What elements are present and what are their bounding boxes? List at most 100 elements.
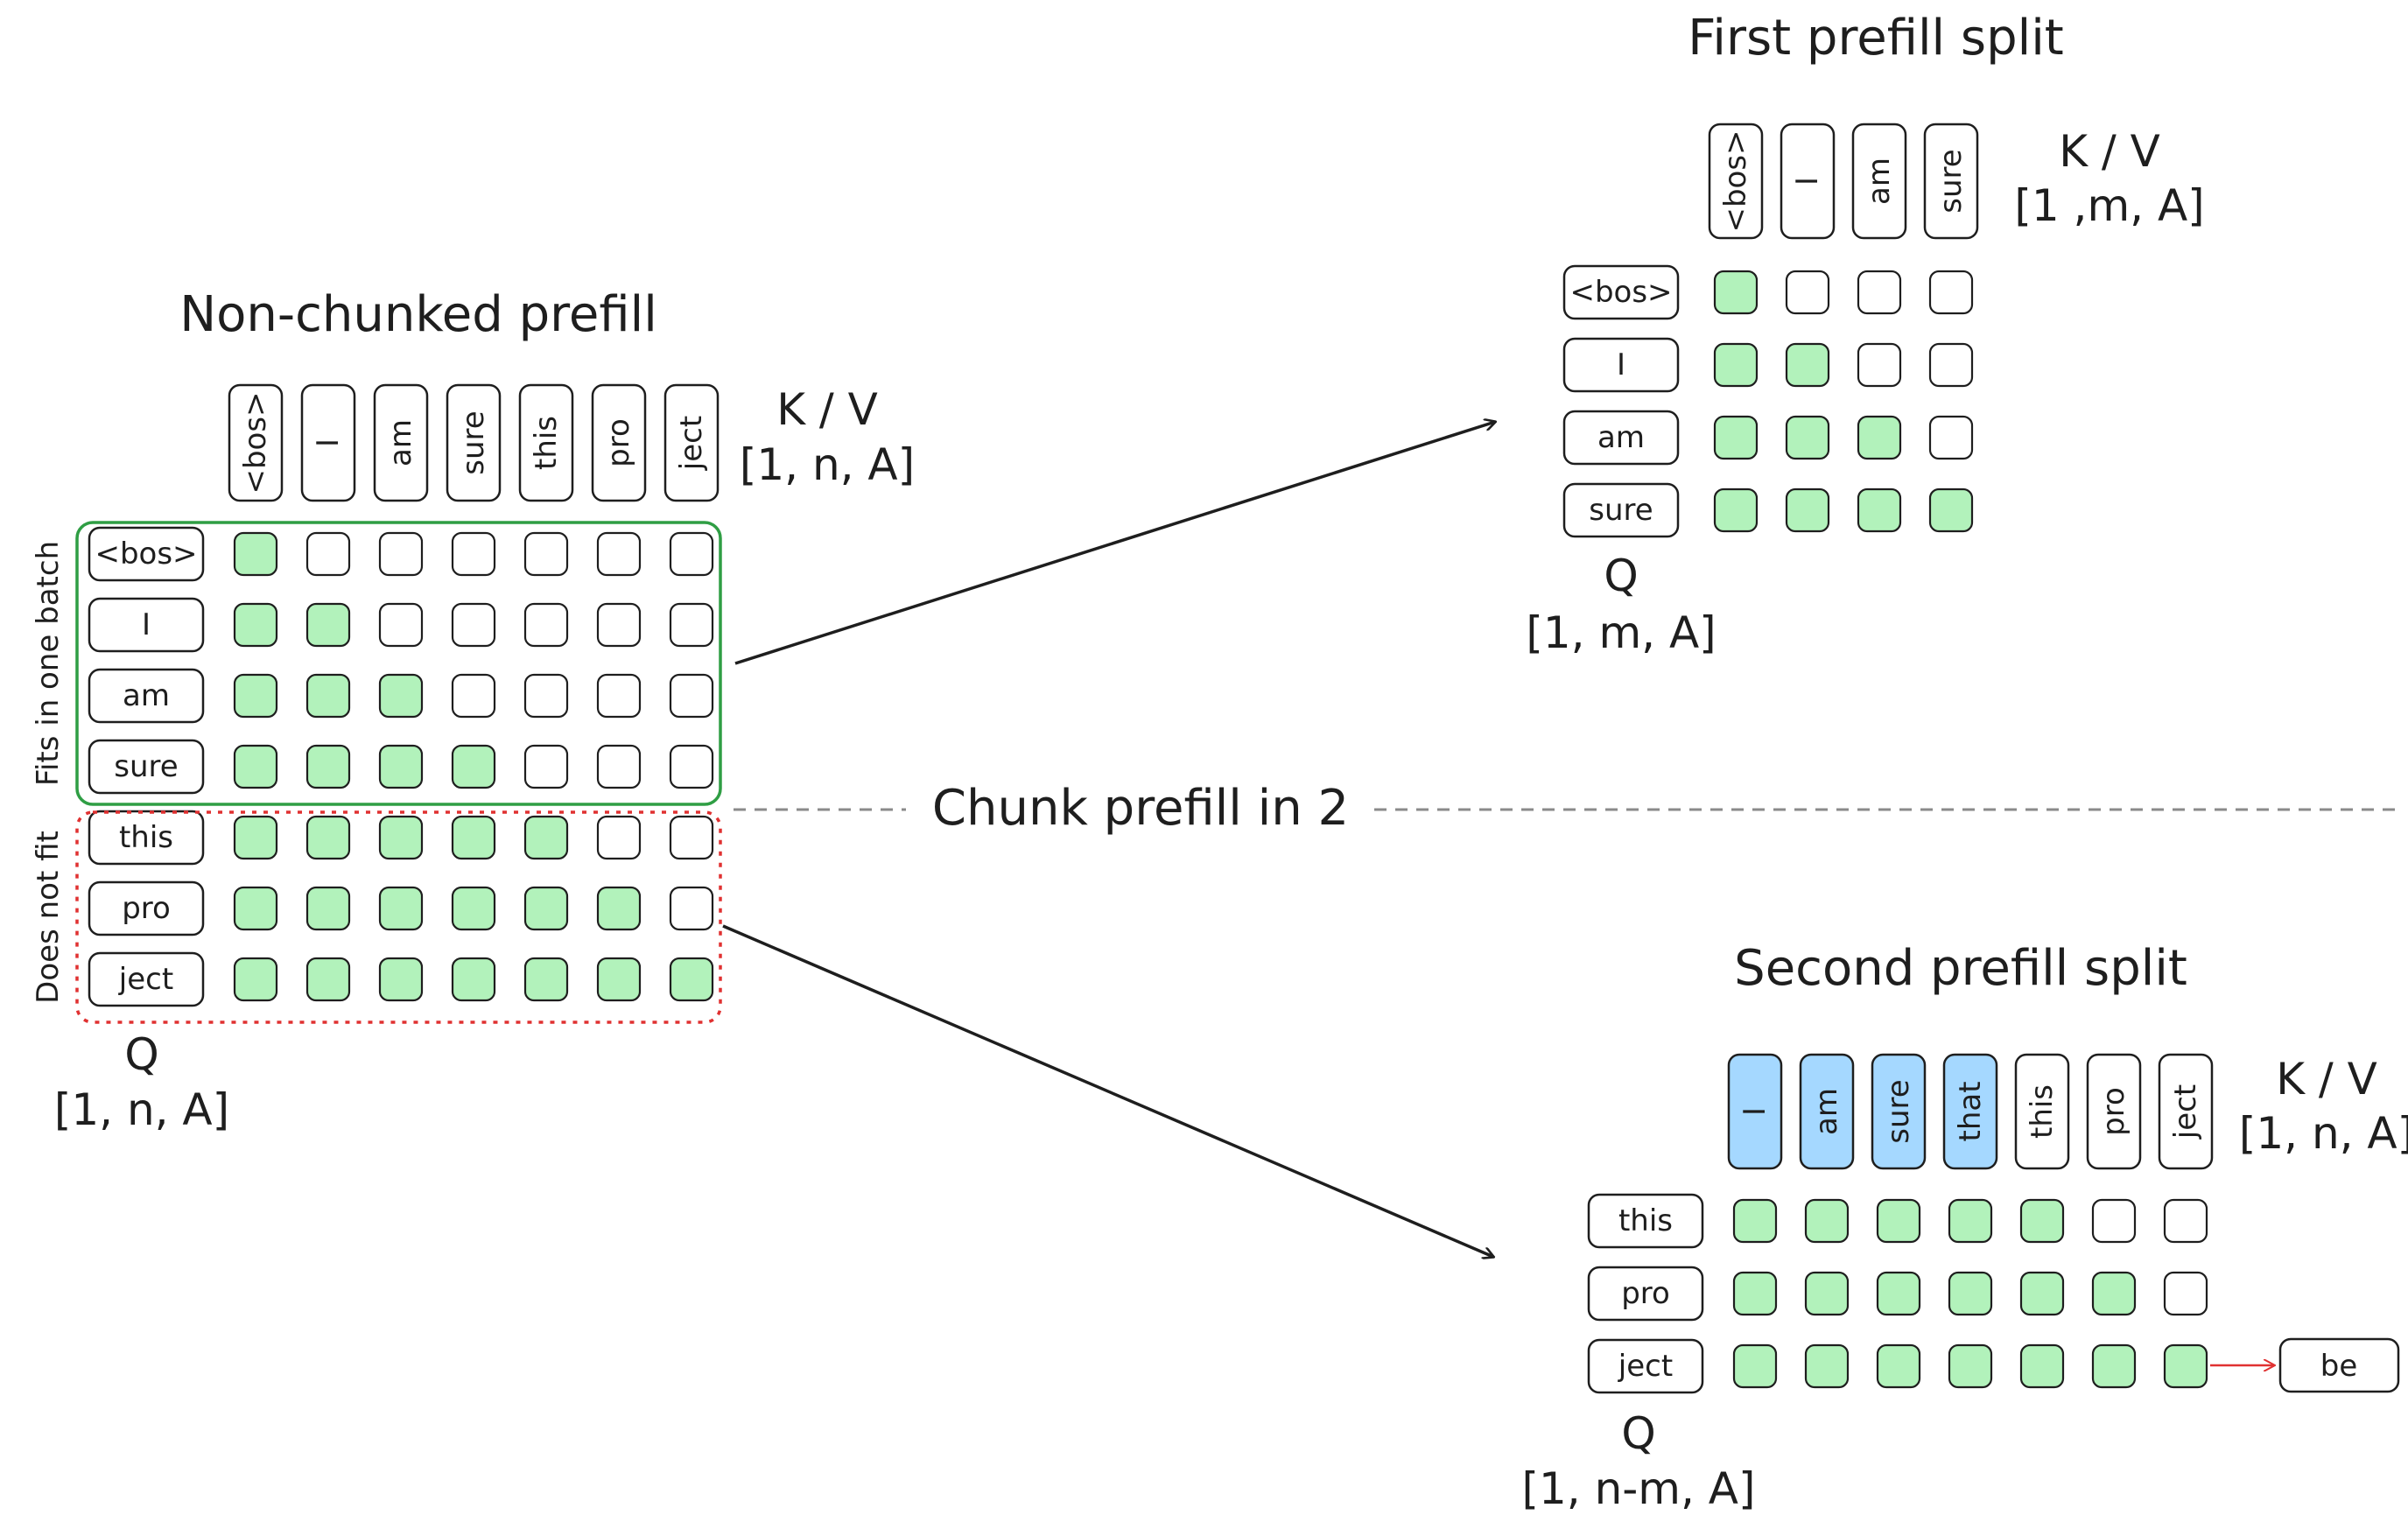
attention-cell-attended xyxy=(233,957,278,1002)
attention-cell-attended xyxy=(523,815,569,860)
attention-cell-masked xyxy=(523,531,569,577)
key-token-label: sure xyxy=(1934,149,1969,213)
next-token-box xyxy=(2278,1337,2400,1393)
query-token-box xyxy=(1562,410,1680,466)
second-split-attention-grid xyxy=(1732,1198,2208,1389)
key-token-box xyxy=(518,383,574,502)
key-token-box xyxy=(2014,1053,2070,1170)
attention-cell-masked xyxy=(378,602,424,648)
attention-cell-masked xyxy=(451,531,496,577)
key-token-label: ject xyxy=(2168,1084,2203,1140)
attention-cell-attended xyxy=(669,957,714,1002)
arrow-to-second-split xyxy=(722,924,1493,1257)
attention-cell-attended xyxy=(1713,270,1759,315)
non-chunked-kv-label: K / V xyxy=(776,384,878,435)
attention-cell-masked xyxy=(596,815,642,860)
attention-cell-masked xyxy=(1928,415,1974,460)
first-split-q-shape: [1, m, A] xyxy=(1526,607,1716,658)
attention-cell-attended xyxy=(523,886,569,931)
key-token-box xyxy=(1851,123,1907,240)
attention-cell-masked xyxy=(2163,1198,2208,1244)
divider-label: Chunk prefill in 2 xyxy=(932,780,1349,837)
attention-cell-attended xyxy=(1876,1198,1921,1244)
attention-cell-attended xyxy=(2019,1198,2065,1244)
attention-cell-attended xyxy=(1804,1343,1850,1389)
query-token-label: this xyxy=(1618,1203,1673,1238)
key-token-label: this xyxy=(2025,1084,2060,1139)
attention-cell-masked xyxy=(378,531,424,577)
attention-cell-masked xyxy=(669,744,714,789)
key-token-box xyxy=(1708,123,1764,240)
attention-cell-attended xyxy=(233,744,278,789)
query-token-box xyxy=(1562,482,1680,538)
fits-batch-box xyxy=(75,521,722,806)
attention-cell-attended xyxy=(233,815,278,860)
attention-cell-attended xyxy=(451,957,496,1002)
query-token-label: pro xyxy=(122,891,171,926)
key-token-box xyxy=(591,383,647,502)
key-token-box xyxy=(446,383,502,502)
attention-cell-masked xyxy=(523,673,569,719)
key-token-label: pro xyxy=(601,418,636,467)
query-token-box xyxy=(1562,264,1680,320)
query-token-box xyxy=(88,951,205,1007)
non-chunked-kv-shape: [1, n, A] xyxy=(740,439,915,490)
query-token-label: <bos> xyxy=(1569,275,1672,310)
attention-cell-masked xyxy=(451,673,496,719)
attention-cell-masked xyxy=(1928,270,1974,315)
attention-cell-masked xyxy=(596,744,642,789)
key-token-label: am xyxy=(383,419,418,466)
key-token-box xyxy=(1942,1053,1998,1170)
key-token-box xyxy=(663,383,720,502)
key-token-label: <bos> xyxy=(238,391,273,494)
query-token-label: sure xyxy=(114,749,178,784)
attention-cell-attended xyxy=(305,673,351,719)
attention-cell-attended xyxy=(305,815,351,860)
non-chunked-title: Non-chunked prefill xyxy=(179,286,657,343)
attention-cell-masked xyxy=(596,673,642,719)
key-token-box xyxy=(1780,123,1836,240)
attention-cell-masked xyxy=(523,744,569,789)
second-split-q-shape: [1, n-m, A] xyxy=(1521,1463,1755,1514)
key-token-box xyxy=(2158,1053,2214,1170)
key-token-label: am xyxy=(1809,1088,1844,1135)
attention-cell-attended xyxy=(378,957,424,1002)
query-token-box xyxy=(88,810,205,866)
non-chunked-q-label: Q xyxy=(124,1029,158,1080)
arrow-to-first-split xyxy=(734,422,1495,665)
attention-cell-attended xyxy=(1948,1198,1993,1244)
attention-cell-attended xyxy=(1876,1343,1921,1389)
key-token-label: <bos> xyxy=(1718,130,1753,232)
attention-cell-attended xyxy=(451,886,496,931)
key-token-box xyxy=(1799,1053,1855,1170)
query-token-label: sure xyxy=(1589,493,1653,528)
query-token-label: ject xyxy=(118,962,173,997)
attention-cell-attended xyxy=(596,886,642,931)
key-token-label: this xyxy=(529,416,564,470)
key-token-label: ject xyxy=(674,416,709,471)
attention-cell-attended xyxy=(1732,1271,1778,1316)
attention-cell-attended xyxy=(233,531,278,577)
key-token-label: am xyxy=(1862,158,1897,205)
attention-cell-masked xyxy=(1785,270,1830,315)
attention-cell-attended xyxy=(305,602,351,648)
non-chunked-q-shape: [1, n, A] xyxy=(54,1084,229,1135)
query-token-label: ject xyxy=(1618,1349,1673,1384)
key-token-box xyxy=(228,383,284,502)
attention-cell-masked xyxy=(1928,342,1974,388)
key-token-box xyxy=(1871,1053,1927,1170)
query-token-box xyxy=(1587,1266,1704,1322)
attention-cell-attended xyxy=(1713,487,1759,533)
attention-cell-masked xyxy=(1857,270,1902,315)
attention-cell-attended xyxy=(1785,415,1830,460)
attention-cell-attended xyxy=(1928,487,1974,533)
first-split-q-label: Q xyxy=(1604,551,1638,601)
attention-cell-attended xyxy=(1713,342,1759,388)
attention-cell-attended xyxy=(1948,1271,1993,1316)
query-token-label: am xyxy=(1597,420,1645,455)
attention-cell-attended xyxy=(233,673,278,719)
